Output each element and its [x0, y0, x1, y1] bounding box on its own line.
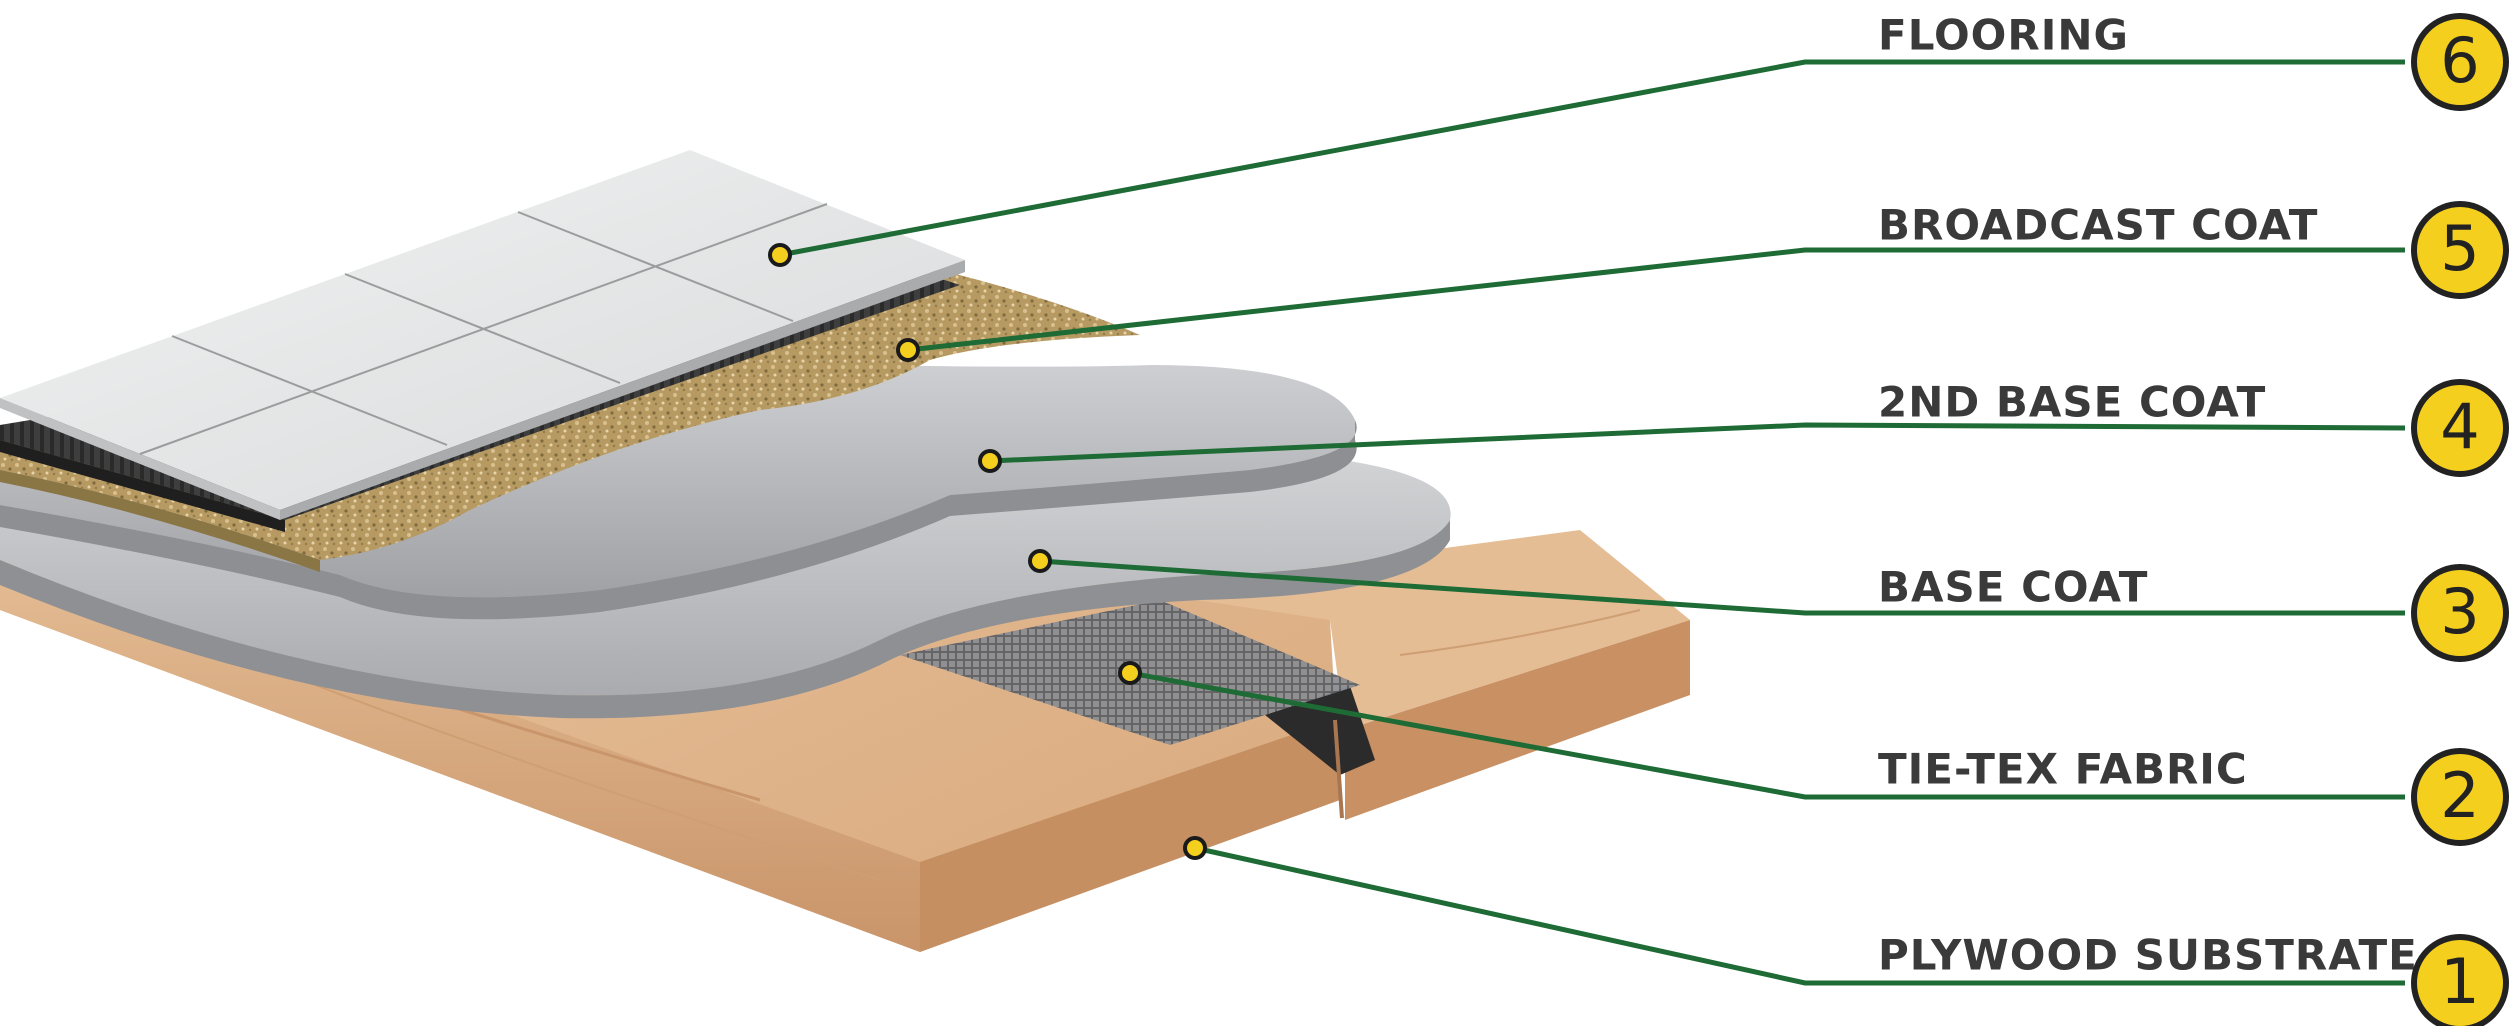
- layer-label-plywood-substrate: PLYWOOD SUBSTRATE: [1878, 931, 2418, 980]
- number-badge-6: [2411, 13, 2509, 111]
- number-badge-5: [2411, 201, 2509, 299]
- leader-line-broadcast-coat: [907, 247, 2405, 353]
- leader-line-base-coat: [1039, 558, 2405, 616]
- callout-dot-plywood-substrate: [1183, 836, 1207, 860]
- badge-number-2: 2: [2440, 759, 2479, 832]
- badge-number-6: 6: [2440, 24, 2479, 97]
- callout-dot-flooring: [768, 243, 792, 267]
- callout-dot-base-coat: [1028, 549, 1052, 573]
- leader-line-flooring: [779, 59, 2405, 258]
- number-badge-3: [2411, 564, 2509, 662]
- leader-line-plywood-substrate: [1194, 845, 2405, 986]
- leader-line-tie-tex-fabric: [1129, 670, 2405, 800]
- badge-number-3: 3: [2440, 575, 2479, 648]
- leader-line-2nd-base-coat: [989, 422, 2406, 464]
- callout-dot-broadcast-coat: [896, 338, 920, 362]
- layer-label-flooring: FLOORING: [1878, 11, 2129, 60]
- layer-label-base-coat: BASE COAT: [1878, 563, 2148, 612]
- number-badge-4: [2411, 379, 2509, 477]
- callout-dot-2nd-base-coat: [978, 449, 1002, 473]
- number-badge-2: [2411, 748, 2509, 846]
- layer-label-2nd-base-coat: 2ND BASE COAT: [1878, 378, 2266, 427]
- number-badge-1: [2411, 934, 2509, 1026]
- layer-label-tie-tex-fabric: TIE-TEX FABRIC: [1878, 745, 2248, 794]
- callout-dot-tie-tex-fabric: [1118, 661, 1142, 685]
- badge-number-5: 5: [2440, 212, 2479, 285]
- flooring-layer: [0, 150, 965, 520]
- badge-number-1: 1: [2440, 945, 2479, 1018]
- badge-number-4: 4: [2440, 390, 2479, 463]
- layer-label-broadcast-coat: BROADCAST COAT: [1878, 201, 2318, 250]
